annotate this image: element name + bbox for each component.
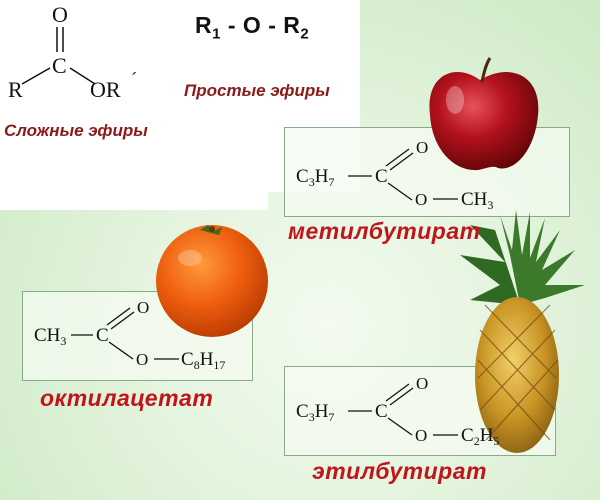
svg-text:C: C (375, 166, 388, 187)
svg-text:C: C (375, 401, 388, 422)
ester-r-group: R (8, 77, 23, 102)
svg-text:C3H7: C3H7 (296, 401, 334, 424)
methylbutyrate-label: метилбутират (288, 218, 481, 244)
octylacetate-label: октилацетат (40, 385, 214, 411)
svg-text:CH3: CH3 (34, 325, 66, 348)
pineapple-icon (460, 210, 585, 453)
methylbutyrate-formula: C3H7 C O O CH3 (296, 138, 493, 212)
ester-carbonyl-oxygen: O (52, 2, 68, 27)
ester-prime-mark: ´ (131, 69, 137, 89)
svg-text:CH3: CH3 (461, 189, 493, 212)
ether-general-formula: R1 - O - R2 (195, 12, 310, 43)
svg-text:O: O (416, 138, 428, 157)
ester-or-group: OR (90, 77, 121, 102)
svg-text:O: O (416, 374, 428, 393)
svg-text:O: O (137, 298, 149, 317)
apple-icon (429, 57, 539, 171)
ethylbutyrate-label: этилбутират (312, 458, 487, 484)
ethylbutyrate-formula: C3H7 C O O C2H5 (296, 374, 499, 448)
svg-text:O: O (415, 426, 427, 445)
svg-text:C2H5: C2H5 (461, 425, 499, 448)
svg-text:C3H7: C3H7 (296, 166, 334, 189)
octylacetate-formula: CH3 C O O C8H17 (34, 298, 225, 372)
svg-text:C8H17: C8H17 (181, 349, 225, 372)
svg-text:O: O (136, 350, 148, 369)
header-white-panel-extension (0, 0, 268, 210)
ethers-label: Простые эфиры (184, 81, 330, 100)
svg-text:O: O (415, 190, 427, 209)
esters-label: Сложные эфиры (4, 121, 148, 140)
orange-icon (156, 225, 268, 337)
svg-text:C: C (96, 325, 109, 346)
ester-carbon: C (52, 53, 67, 78)
